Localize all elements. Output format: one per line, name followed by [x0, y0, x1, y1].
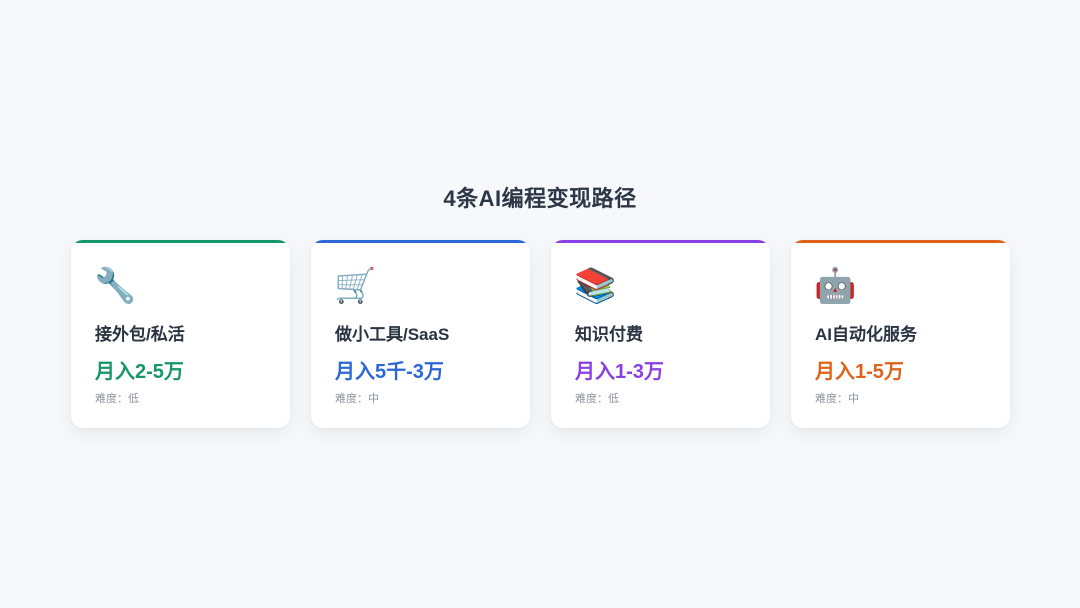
card-name: 做小工具/SaaS	[335, 325, 450, 344]
card-name: 接外包/私活	[95, 325, 185, 344]
card-accent-bar	[791, 240, 1010, 243]
path-cards: 🔧 接外包/私活 月入2-5万 难度：低 🛒 做小工具/SaaS 月入5千-3万…	[71, 240, 1010, 428]
wrench-icon: 🔧	[94, 267, 137, 305]
shopping-cart-icon: 🛒	[334, 267, 377, 305]
card-accent-bar	[311, 240, 530, 243]
card-difficulty: 难度：低	[575, 393, 619, 405]
card-accent-bar	[71, 240, 290, 243]
path-card-outsourcing: 🔧 接外包/私活 月入2-5万 难度：低	[71, 240, 290, 428]
card-income: 月入2-5万	[95, 361, 184, 383]
card-difficulty: 难度：低	[95, 393, 139, 405]
card-name: AI自动化服务	[815, 325, 917, 344]
robot-icon: 🤖	[814, 267, 857, 305]
path-card-automation: 🤖 AI自动化服务 月入1-5万 难度：中	[791, 240, 1010, 428]
page-title: 4条AI编程变现路径	[443, 186, 637, 211]
path-card-knowledge: 📚 知识付费 月入1-3万 难度：低	[551, 240, 770, 428]
card-income: 月入1-5万	[815, 361, 904, 383]
card-difficulty: 难度：中	[335, 393, 379, 405]
card-accent-bar	[551, 240, 770, 243]
card-income: 月入1-3万	[575, 361, 664, 383]
card-difficulty: 难度：中	[815, 393, 859, 405]
card-name: 知识付费	[575, 325, 643, 344]
path-card-saas: 🛒 做小工具/SaaS 月入5千-3万 难度：中	[311, 240, 530, 428]
books-icon: 📚	[574, 267, 617, 305]
card-income: 月入5千-3万	[335, 361, 444, 383]
